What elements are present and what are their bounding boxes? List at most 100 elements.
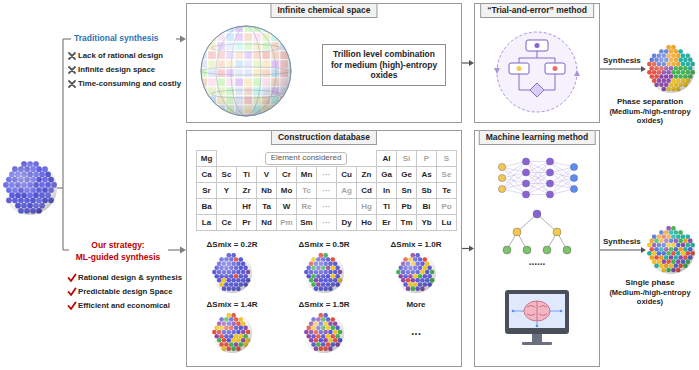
network-link bbox=[550, 167, 574, 195]
element-cell: Ti bbox=[236, 166, 257, 183]
network-link bbox=[550, 162, 574, 190]
globe-shade bbox=[201, 26, 291, 116]
network-node bbox=[546, 158, 553, 165]
element-cell: La bbox=[196, 214, 217, 231]
flow-diamond bbox=[530, 83, 544, 97]
element-cell: Sr bbox=[196, 182, 217, 199]
element-cell: ··· bbox=[316, 198, 337, 215]
element-cell: Mn bbox=[296, 166, 317, 183]
tree-node bbox=[543, 246, 551, 254]
entropy-label: ΔSmix = 0.5R bbox=[299, 240, 350, 250]
globe-cell bbox=[199, 24, 207, 32]
network-link bbox=[526, 162, 550, 173]
sphere-outline bbox=[646, 44, 696, 94]
bullet-text: Lack of rational design bbox=[78, 51, 163, 60]
globe bbox=[199, 24, 297, 122]
flow-dot bbox=[535, 43, 540, 48]
monitor-base bbox=[522, 342, 552, 345]
result-caption: Phase separation bbox=[603, 97, 697, 107]
panel-heading: “Trial-and-error” method bbox=[480, 3, 594, 18]
panel-heading: Infinite chemical space bbox=[270, 3, 377, 18]
element-cell: Tc bbox=[296, 182, 317, 199]
element-cell: Cd bbox=[356, 182, 377, 199]
element-cell: Ce bbox=[216, 214, 237, 231]
element-cell: Mo bbox=[276, 182, 297, 199]
flow-dot bbox=[517, 66, 522, 71]
element-cell: Tl bbox=[376, 198, 397, 215]
sphere-shade bbox=[647, 45, 695, 93]
bullet-text: Time-consuming and costly bbox=[78, 79, 181, 88]
element-cell: Pb bbox=[396, 198, 417, 215]
network-node bbox=[570, 163, 577, 170]
section-panel: Infinite chemical spaceTrillion level co… bbox=[186, 3, 462, 123]
element-cell: ··· bbox=[316, 214, 337, 231]
tree-node bbox=[563, 246, 571, 254]
element-cell: Hg bbox=[356, 198, 377, 215]
result-subcaption: (Medium-/high-entropy oxides) bbox=[603, 107, 697, 125]
element-cell: W bbox=[276, 198, 297, 215]
panel-heading: Construction database bbox=[271, 130, 377, 145]
edge-label: Synthesis bbox=[603, 237, 641, 247]
element-cell: Dy bbox=[336, 214, 357, 231]
element-cell: Lu bbox=[436, 214, 457, 231]
bracket-line bbox=[63, 249, 69, 250]
element-cell: Bi bbox=[416, 198, 437, 215]
globe-cell bbox=[280, 24, 288, 32]
bullet-text: Predictable design Space bbox=[78, 287, 172, 296]
element-cell: Sb bbox=[416, 182, 437, 199]
globe-cell bbox=[199, 96, 207, 104]
globe-cell bbox=[217, 114, 225, 122]
connector-line bbox=[462, 248, 470, 249]
flow-box bbox=[526, 40, 548, 51]
element-cell: Ho bbox=[356, 214, 377, 231]
result-sphere: Single phase(Medium-/high-entropy oxides… bbox=[646, 225, 696, 275]
cross-icons bbox=[69, 53, 75, 87]
globe-cell bbox=[289, 51, 297, 59]
brain bbox=[524, 301, 550, 321]
monitor-screen bbox=[509, 294, 565, 328]
element-cell: Yb bbox=[416, 214, 437, 231]
panel-heading: Machine learning method bbox=[479, 130, 596, 145]
element-cell: Ba bbox=[196, 198, 217, 215]
arrow-head bbox=[641, 247, 646, 253]
bullet-text: Infinite design space bbox=[78, 65, 155, 74]
globe-cell bbox=[271, 24, 279, 32]
network-link bbox=[502, 162, 526, 190]
check-icon bbox=[69, 289, 76, 296]
network-node bbox=[522, 191, 529, 198]
check-icons bbox=[69, 275, 76, 310]
entropy-label: ΔSmix = 1.0R bbox=[391, 240, 442, 250]
cross-icon bbox=[69, 53, 75, 59]
monitor-stand bbox=[532, 334, 542, 342]
sphere-shade bbox=[396, 253, 436, 293]
caption-block: Phase separation(Medium-/high-entropy ox… bbox=[603, 97, 697, 125]
network-link bbox=[502, 167, 526, 195]
element-cell: Sn bbox=[396, 182, 417, 199]
element-cell: Pr bbox=[236, 214, 257, 231]
network-node bbox=[498, 163, 505, 170]
globe-cell bbox=[289, 114, 297, 122]
globe-cell bbox=[280, 114, 288, 122]
section-panel: Machine learning method bbox=[474, 130, 600, 367]
globe-cell bbox=[262, 114, 270, 122]
element-cell: Si bbox=[396, 150, 417, 167]
branch-bracket bbox=[57, 39, 181, 250]
caption-block: Single phase(Medium-/high-entropy oxides… bbox=[603, 278, 697, 306]
network-node bbox=[522, 158, 529, 165]
element-cell: Cu bbox=[336, 166, 357, 183]
element-cell: S bbox=[436, 150, 457, 167]
check-icon bbox=[69, 275, 76, 282]
sphere-shade bbox=[304, 313, 344, 353]
tree-node bbox=[523, 246, 531, 254]
cycle-arrow bbox=[574, 70, 580, 76]
connector-line bbox=[462, 62, 470, 63]
entropy-label: ΔSmix = 1.5R bbox=[299, 300, 350, 310]
globe-cell bbox=[217, 24, 225, 32]
entropy-label: ΔSmix = 1.4R bbox=[207, 300, 258, 310]
network-link bbox=[526, 184, 550, 195]
globe-cell bbox=[199, 114, 207, 122]
element-cell: Zn bbox=[356, 166, 377, 183]
element-cell: ··· bbox=[316, 182, 337, 199]
network-node bbox=[546, 180, 553, 187]
element-cell: Ga bbox=[376, 166, 397, 183]
